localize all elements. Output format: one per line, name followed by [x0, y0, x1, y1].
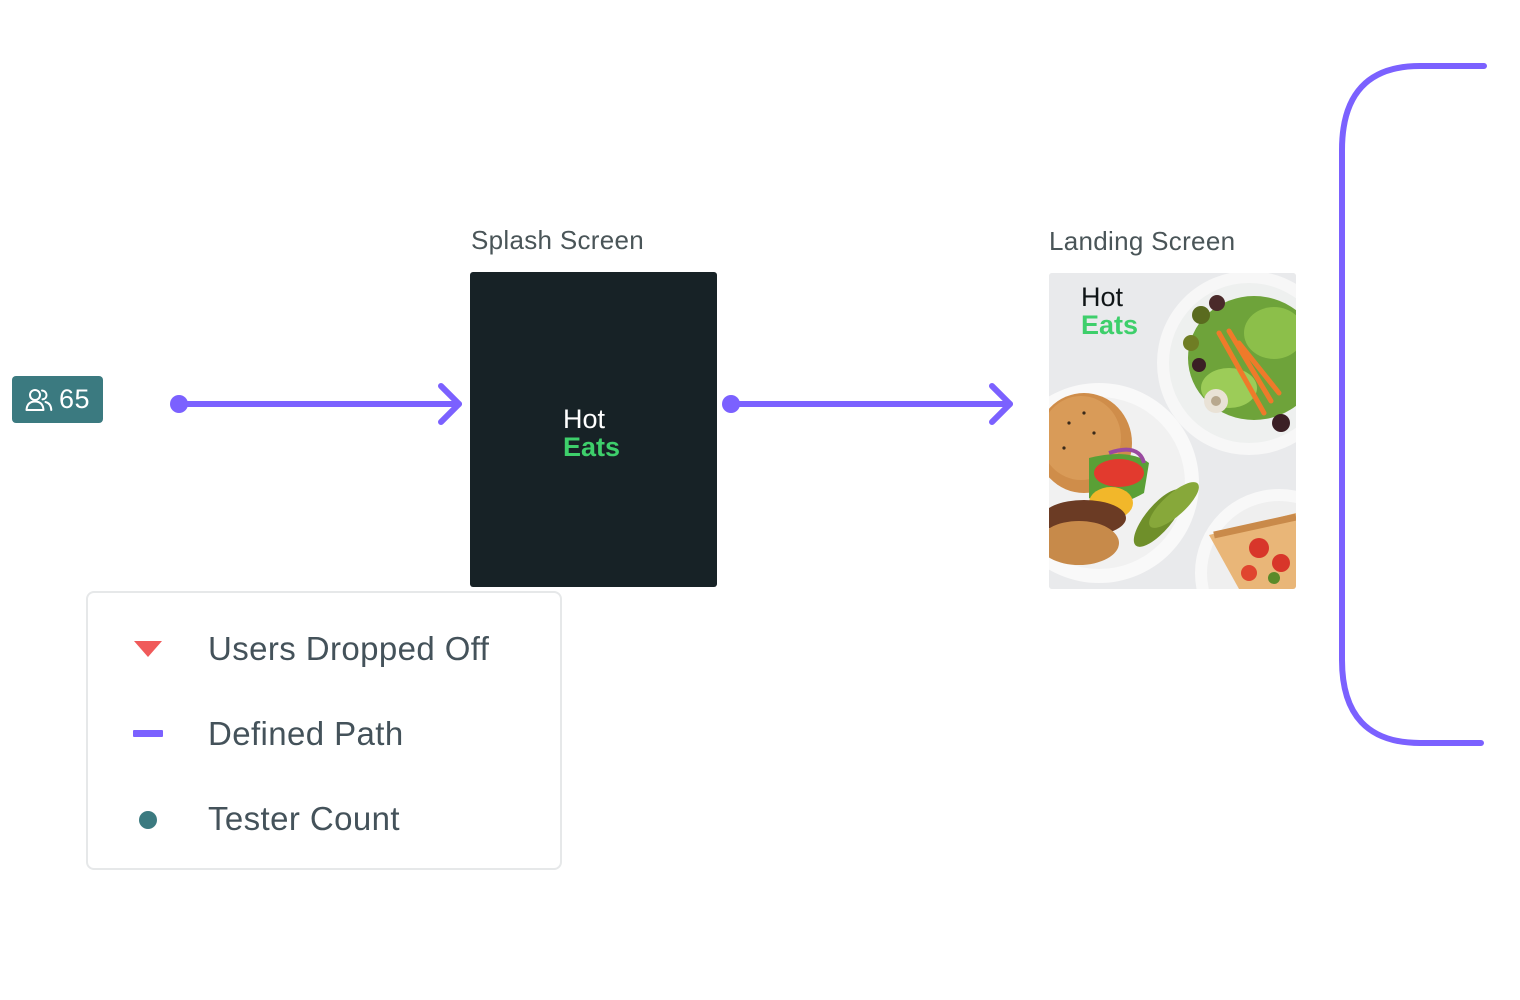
connector-splash-to-landing[interactable] — [722, 383, 1013, 425]
splash-screen-label: Splash Screen — [471, 225, 645, 255]
dot-icon — [139, 811, 157, 829]
legend-item-defined-path: Defined Path — [88, 714, 404, 754]
brand-word-eats: Eats — [1081, 310, 1139, 340]
landing-screen-thumbnail[interactable]: Hot Eats — [1049, 273, 1296, 589]
brand-word-hot: Hot — [563, 404, 606, 434]
legend-label: Defined Path — [208, 715, 404, 752]
landing-screen-label: Landing Screen — [1049, 226, 1236, 256]
landing-brand-logo: Hot Eats — [1081, 283, 1138, 339]
branch-bracket — [1339, 63, 1487, 746]
brand-word-hot: Hot — [1081, 282, 1124, 312]
arrowhead-icon — [989, 383, 1013, 425]
legend-label: Users Dropped Off — [208, 630, 490, 667]
connector-start-to-splash[interactable] — [170, 383, 462, 425]
legend-item-tester-count: Tester Count — [88, 799, 400, 839]
down-triangle-icon — [134, 641, 162, 657]
tester-count-value: 65 — [58, 384, 91, 414]
splash-screen-thumbnail[interactable]: Hot Eats — [470, 272, 717, 587]
legend-label: Tester Count — [208, 800, 400, 837]
dash-icon — [133, 730, 163, 737]
arrowhead-icon — [438, 383, 462, 425]
splash-brand-logo: Hot Eats — [563, 405, 620, 461]
brand-word-eats: Eats — [563, 432, 621, 462]
tester-count-badge[interactable]: 65 — [12, 376, 103, 423]
legend-item-dropped-off: Users Dropped Off — [88, 629, 489, 669]
users-icon — [25, 388, 53, 411]
legend-panel: Users Dropped Off Defined Path Tester Co… — [86, 591, 562, 870]
food-photo-image — [1049, 273, 1296, 589]
